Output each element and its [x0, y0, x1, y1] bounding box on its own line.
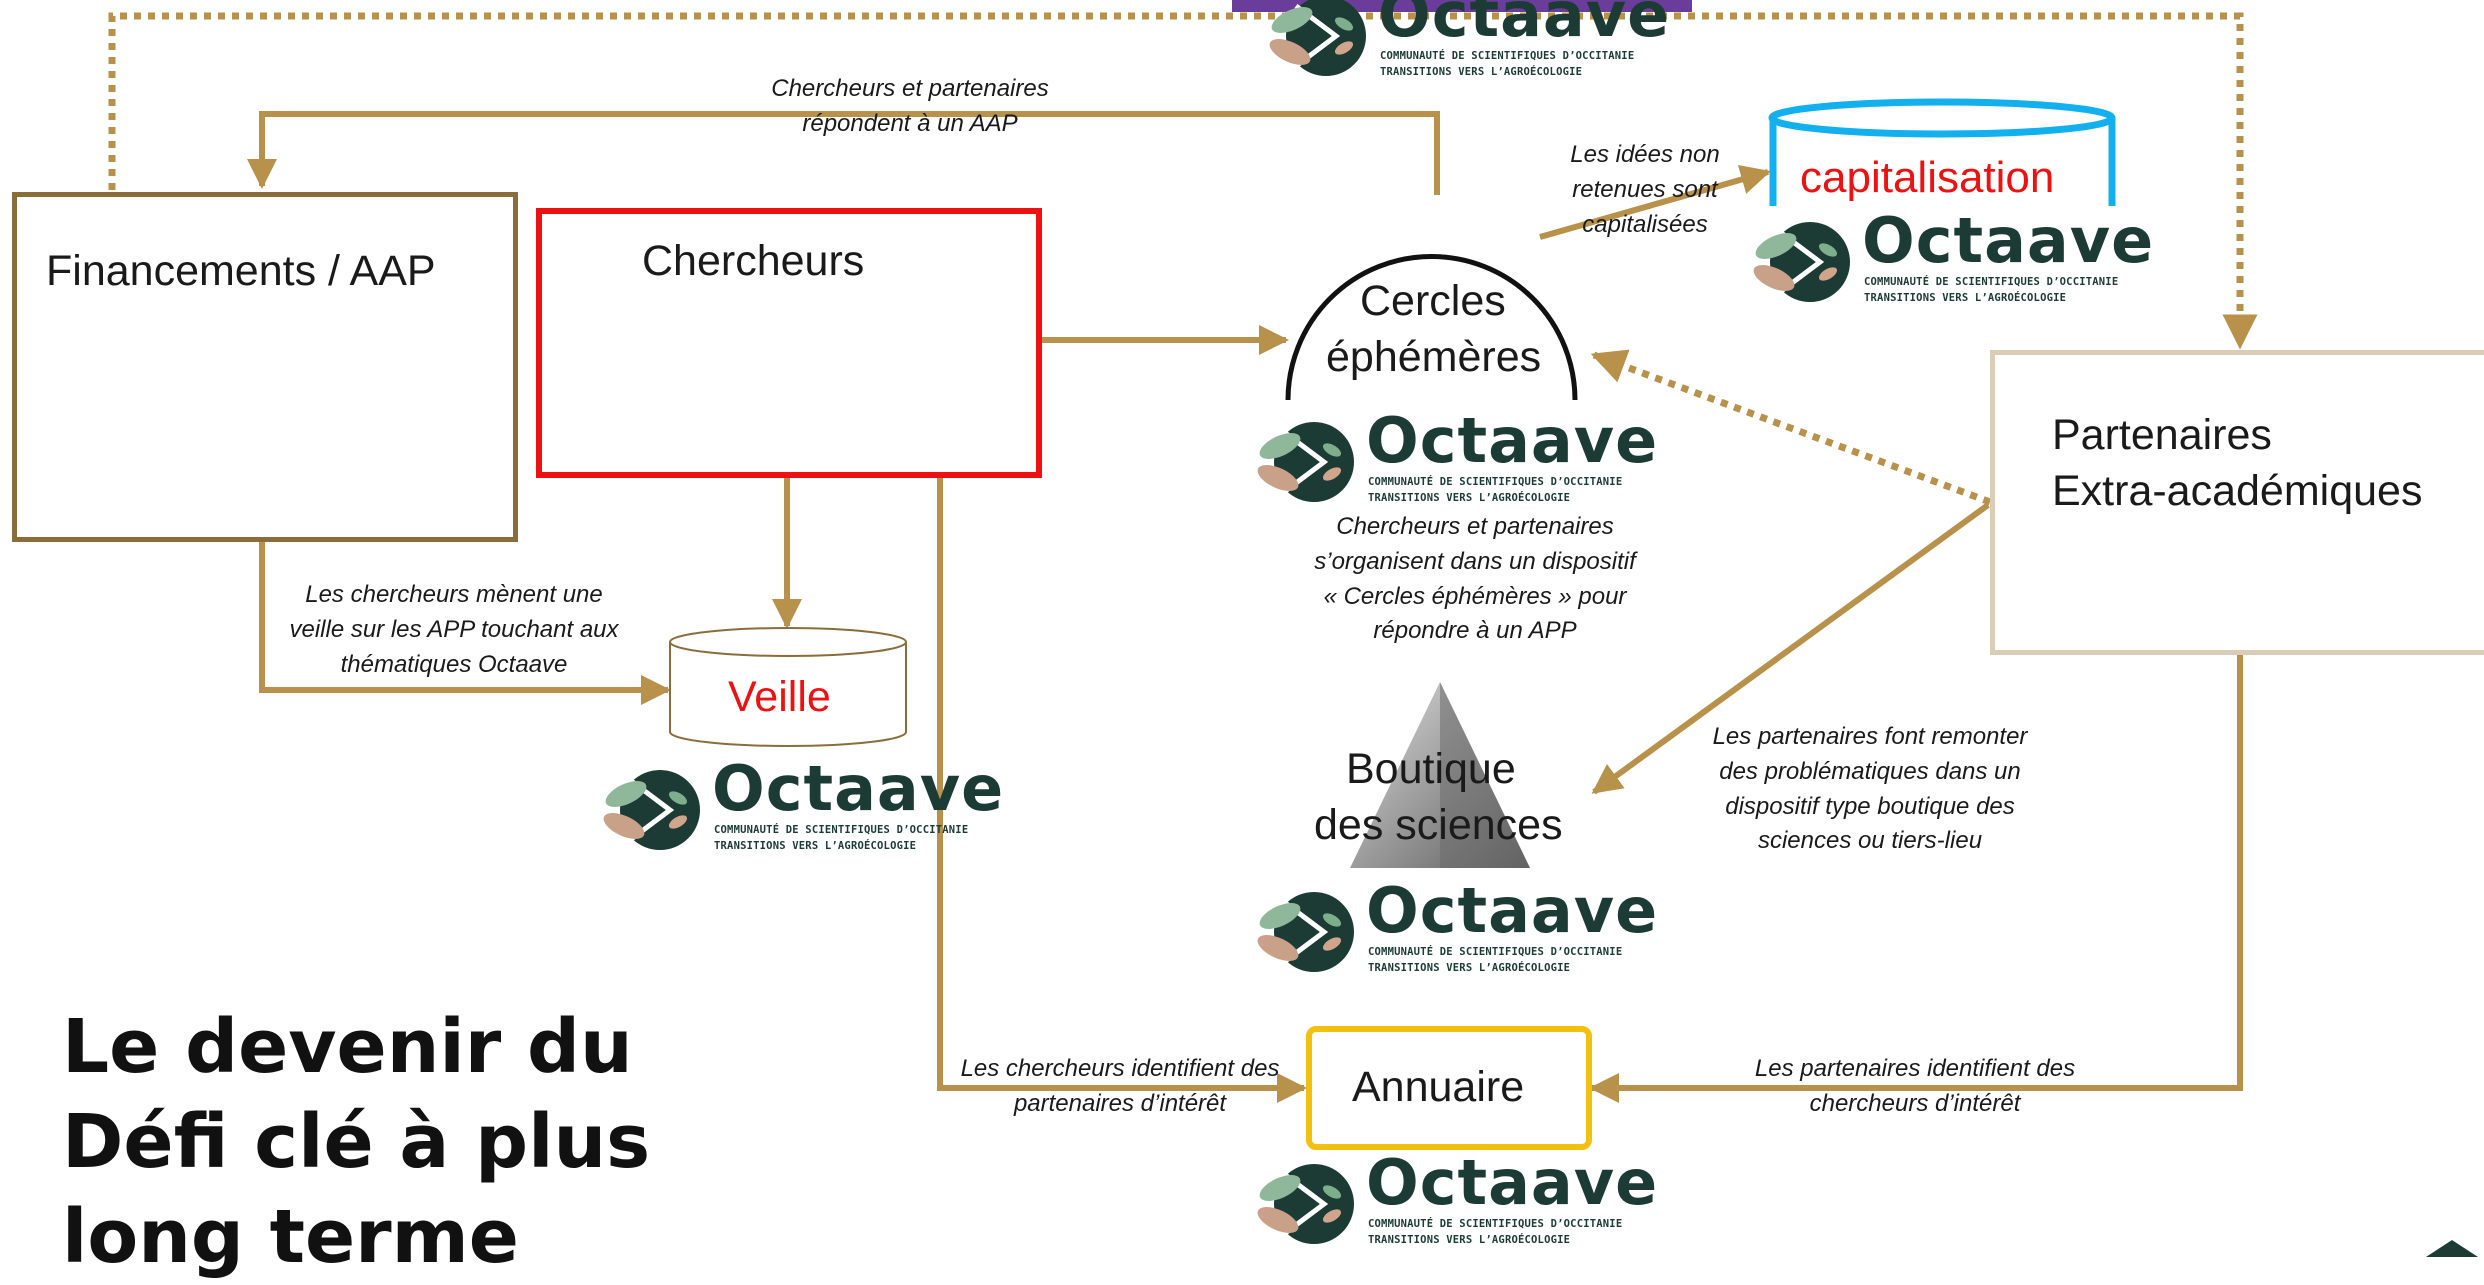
partenaires-label-line2: Extra-académiques [2052, 467, 2423, 515]
corner-decoration [2426, 1240, 2478, 1257]
logo-subtitle-1: COMMUNAUTÉ DE SCIENTIFIQUES D’OCCITANIE [1864, 276, 2119, 288]
diagram-canvas: Financements / AAP Chercheurs Cercles ép… [12, 0, 2484, 1280]
octaave-emblem-icon [1753, 222, 1850, 302]
cercles-circle [1285, 254, 1578, 401]
logo-subtitle-2: TRANSITIONS VERS L’AGROÉCOLOGIE [1368, 1234, 1571, 1246]
note-cercles: Chercheurs et partenaires s’organisent d… [1314, 513, 1636, 645]
boutique-pyramid [1350, 682, 1530, 868]
logo-subtitle-1: COMMUNAUTÉ DE SCIENTIFIQUES D’OCCITANIE [714, 824, 969, 836]
arrow-cercles-capitalisation [1539, 164, 1771, 240]
logo-word: Octaave [712, 752, 1005, 825]
veille-cylinder [669, 627, 907, 747]
logo-subtitle-2: TRANSITIONS VERS L’AGROÉCOLOGIE [1864, 292, 2067, 304]
logo-subtitle-1: COMMUNAUTÉ DE SCIENTIFIQUES D’OCCITANIE [1380, 50, 1635, 62]
chercheurs-box [536, 208, 1042, 478]
logo-word: Octaave [1366, 1146, 1659, 1219]
note-boutique: Les partenaires font remonter des problé… [1712, 723, 2028, 855]
boutique-label-line2: des sciences [1314, 801, 1563, 849]
logo-subtitle-2: TRANSITIONS VERS L’AGROÉCOLOGIE [1368, 492, 1571, 504]
note-aap: Chercheurs et partenaires répondent à un… [771, 75, 1049, 137]
logo-subtitle-1: COMMUNAUTÉ DE SCIENTIFIQUES D’OCCITANIE [1368, 946, 1623, 958]
octaave-emblem-icon [1257, 892, 1354, 972]
logo-subtitle-2: TRANSITIONS VERS L’AGROÉCOLOGIE [1368, 962, 1571, 974]
logo-word: Octaave [1366, 874, 1659, 947]
arrow-partenaires-boutique [1591, 502, 1990, 795]
logo-subtitle-2: TRANSITIONS VERS L’AGROÉCOLOGIE [1380, 66, 1583, 78]
slide-title: Le devenir du Défi clé à plus long terme [62, 1004, 651, 1280]
cercles-label-line1: Cercles [1360, 277, 1506, 325]
logo-subtitle-2: TRANSITIONS VERS L’AGROÉCOLOGIE [714, 840, 917, 852]
logo-word: Octaave [1862, 204, 2155, 277]
note-idees: Les idées non retenues sont capitalisées [1570, 141, 1720, 238]
veille-label: Veille [728, 673, 831, 721]
octaave-emblem-icon [603, 770, 700, 850]
arrow-cercles-financements [247, 111, 1440, 195]
logo-subtitle-1: COMMUNAUTÉ DE SCIENTIFIQUES D’OCCITANIE [1368, 476, 1623, 488]
note-veille: Les chercheurs mènent une veille sur les… [289, 581, 619, 678]
annuaire-label: Annuaire [1352, 1063, 1525, 1111]
arrow-partenaires-annuaire [1589, 655, 2243, 1103]
arrow-dotted-financements-partenaires [108, 12, 2258, 350]
chercheurs-label: Chercheurs [642, 237, 865, 285]
partenaires-label-line1: Partenaires [2052, 411, 2272, 459]
boutique-label-line1: Boutique [1346, 745, 1516, 793]
arrow-financements-veille [259, 542, 671, 705]
octaave-emblem-icon [1257, 1164, 1354, 1244]
note-chercheurs-id: Les chercheurs identifient des partenair… [960, 1055, 1280, 1117]
capitalisation-cylinder [1768, 98, 2116, 206]
cercles-label-line2: éphémères [1326, 333, 1542, 381]
annuaire-box [1306, 1026, 1592, 1150]
logo-subtitle-1: COMMUNAUTÉ DE SCIENTIFIQUES D’OCCITANIE [1368, 1218, 1623, 1230]
arrow-dotted-partenaires-cercles [1590, 349, 1992, 506]
note-partenaires-id: Les partenaires identifient des chercheu… [1754, 1055, 2076, 1117]
connectors [108, 0, 2478, 1257]
logo-word: Octaave [1366, 404, 1659, 477]
octaave-emblem-icon [1269, 0, 1366, 76]
logo-word: Octaave [1378, 0, 1671, 51]
partenaires-box [1990, 350, 2484, 655]
arrow-chercheurs-annuaire [937, 478, 1307, 1103]
financements-box [12, 192, 518, 542]
capitalisation-label: capitalisation [1800, 153, 2055, 202]
financements-label: Financements / AAP [46, 247, 436, 295]
octaave-emblem-icon [1257, 422, 1354, 502]
